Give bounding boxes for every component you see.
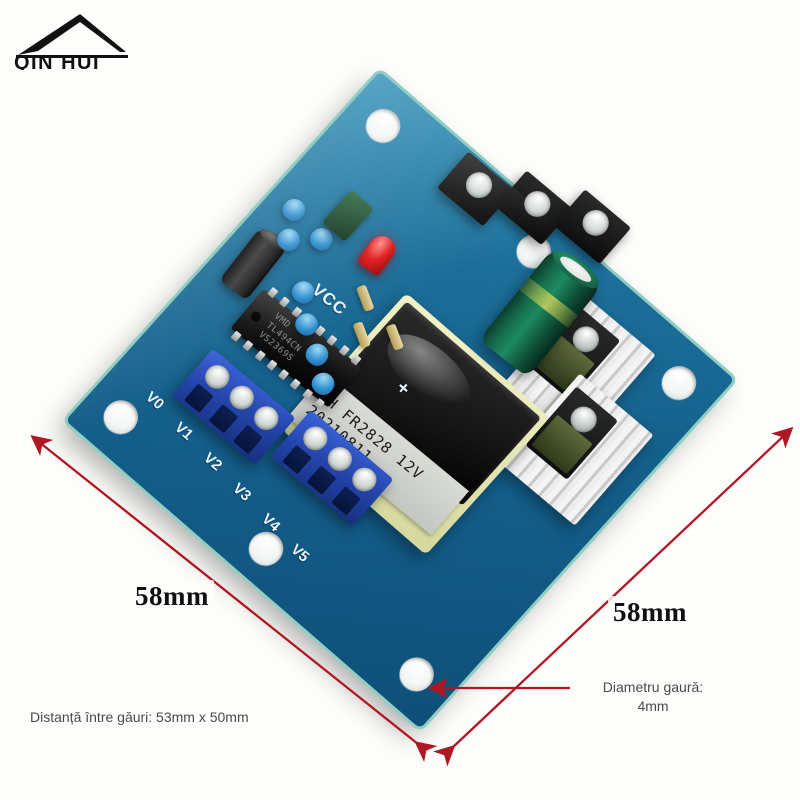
pcb-board: YH FR2828 12V 20210811 [65, 71, 735, 729]
screw [577, 204, 615, 242]
hole-spacing-note: Distanță între găuri: 53mm x 50mm [30, 709, 249, 725]
dimension-label-left: 58mm [130, 580, 214, 613]
hole-diameter-note-line2: 4mm [637, 697, 669, 714]
wire-slot [184, 383, 214, 413]
mounting-hole [359, 101, 408, 150]
mounting-hole [392, 650, 441, 699]
wire-slot [282, 444, 312, 475]
screw [460, 166, 498, 204]
brand-logo: QIN HUI [8, 8, 158, 70]
qinhui-logo-icon: QIN HUI [14, 14, 128, 70]
dimension-label-right: 58mm [608, 596, 692, 629]
terminal-label-v3: V3 [229, 479, 255, 505]
wire-slot [306, 465, 337, 495]
ic-notch [247, 307, 265, 325]
ceramic-capacitor [278, 194, 310, 226]
hole-diameter-note-line1: Diametru gaură: [602, 679, 704, 695]
terminal-label-v5: V5 [287, 541, 313, 566]
silkscreen-vcc: VCC [308, 280, 351, 320]
terminal-label-v1: V1 [171, 418, 197, 444]
resistor [355, 284, 375, 313]
terminal-label-v0: V0 [142, 388, 168, 414]
logo-text: QIN HUI [14, 52, 100, 70]
mounting-hole [654, 359, 704, 407]
mounting-hole [96, 393, 146, 441]
wire-slot [208, 404, 239, 434]
screw [518, 185, 556, 223]
screw-terminal-black[interactable] [495, 170, 573, 246]
hole-diameter-note: Diametru gaură: 4mm [578, 678, 728, 716]
terminal-label-v2: V2 [200, 449, 226, 475]
capacitor-band [519, 277, 579, 328]
screw-terminal-black[interactable] [436, 151, 515, 227]
indicator-led [356, 231, 401, 277]
wire-slot [233, 424, 263, 455]
wire-slot [331, 485, 361, 516]
